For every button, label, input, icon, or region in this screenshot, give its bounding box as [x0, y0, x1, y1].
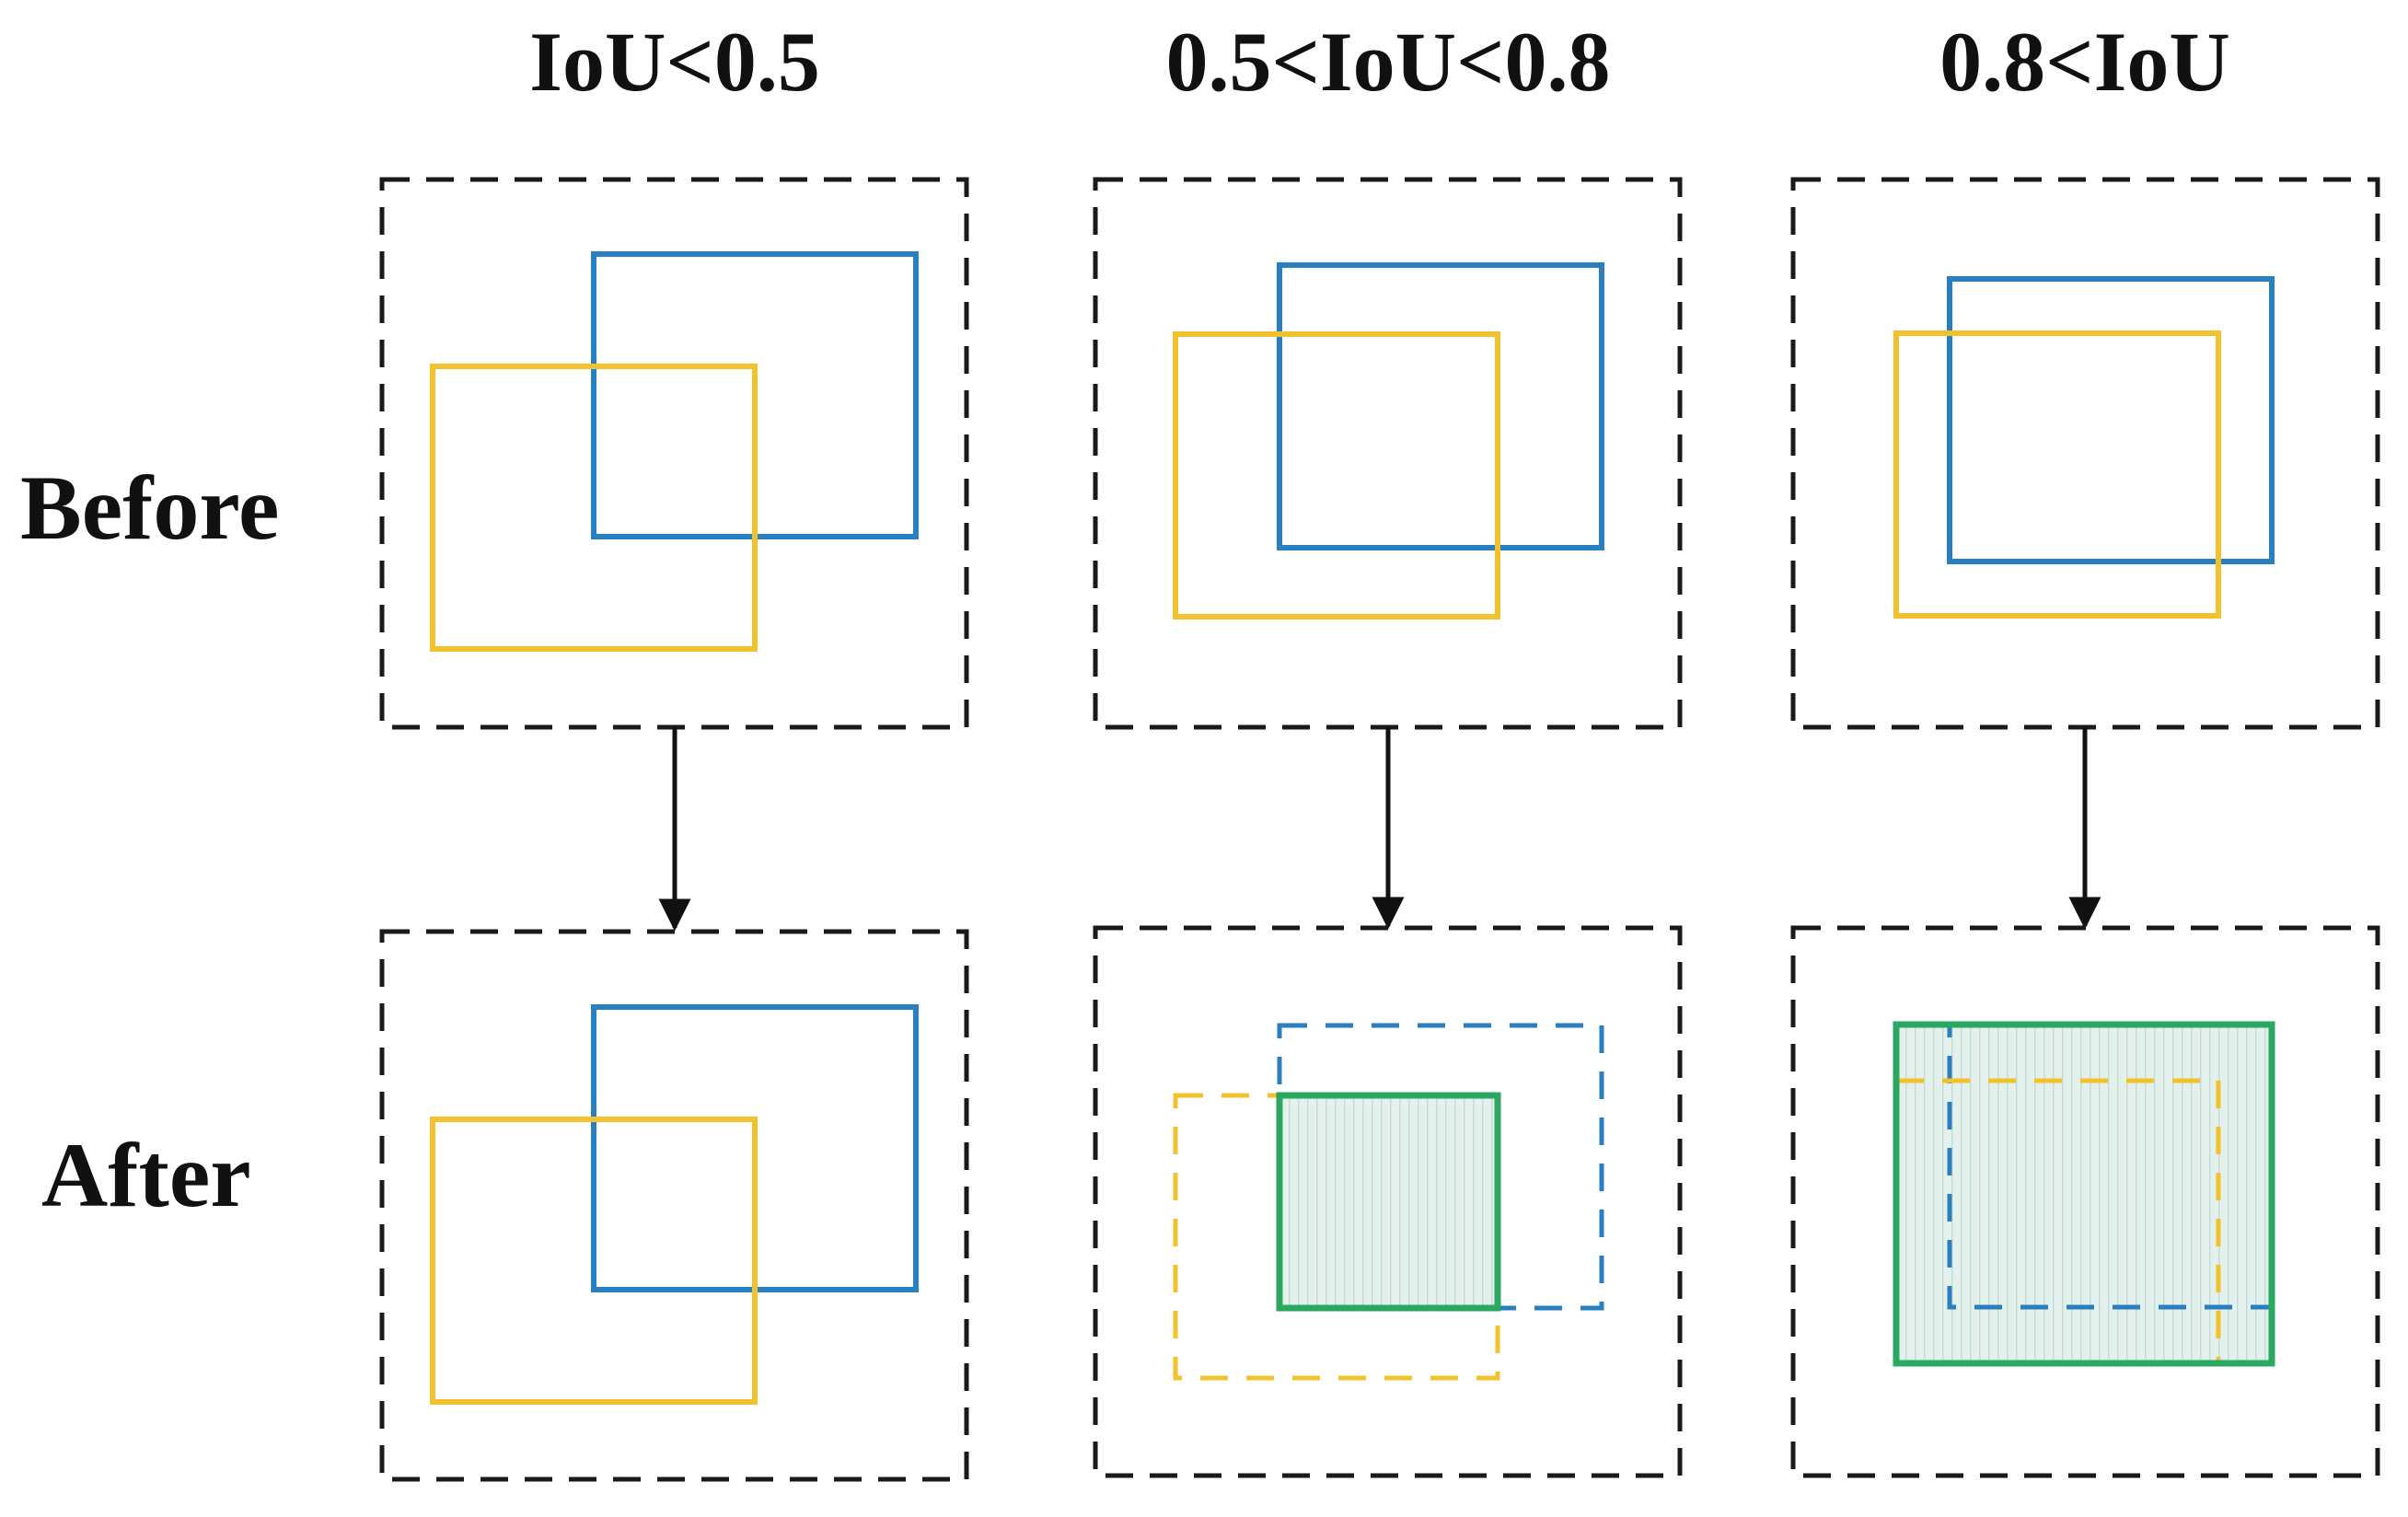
yellow-box: [1173, 331, 1500, 620]
row-label-before: Before: [20, 457, 279, 559]
yellow-box: [430, 364, 758, 652]
blue-box: [1947, 276, 2275, 564]
merged-green-box: [1893, 1021, 2275, 1367]
panel-before-iou-mid: [1093, 177, 1683, 730]
panel-after-iou-high: [1790, 925, 2380, 1478]
yellow-box: [430, 1117, 758, 1405]
panel-after-iou-mid: [1093, 925, 1683, 1478]
panel-before-iou-low: [379, 177, 969, 730]
column-header-iou-high: 0.8<IoU: [1939, 15, 2230, 109]
merged-green-outline: [1893, 1021, 2275, 1367]
panel-after-iou-low: [379, 929, 969, 1482]
column-header-iou-mid: 0.5<IoU<0.8: [1165, 15, 1610, 109]
yellow-box: [1893, 330, 2221, 619]
blue-box: [1277, 262, 1604, 550]
column-header-iou-low: IoU<0.5: [529, 15, 820, 109]
row-label-after: After: [41, 1124, 251, 1226]
panel-before-iou-high: [1790, 177, 2380, 730]
merged-green-box: [1276, 1092, 1501, 1312]
